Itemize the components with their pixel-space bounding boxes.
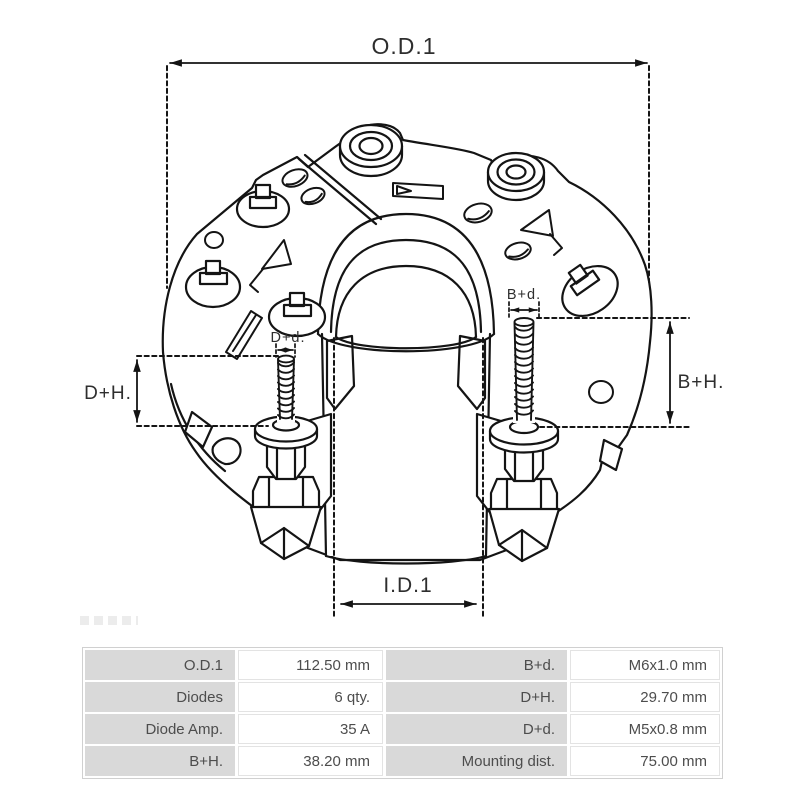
spec-dpd-label: D+d. <box>386 714 567 744</box>
bplus-stud <box>488 317 560 483</box>
spec-bph-label: B+H. <box>85 746 235 776</box>
diode-4 <box>561 263 619 318</box>
spec-od1-label: O.D.1 <box>85 650 235 680</box>
spec-mounting-value: 75.00 mm <box>570 746 720 776</box>
center-collar <box>316 212 496 353</box>
spec-dpd-value: M5x0.8 mm <box>570 714 720 744</box>
dim-id1: I.D.1 <box>333 337 484 618</box>
center-bearing-boss <box>338 123 404 178</box>
polarity-arrow-right <box>520 209 563 256</box>
right-fin <box>456 334 487 411</box>
spec-mounting-label: Mounting dist. <box>386 746 567 776</box>
dim-dpd-label: D+d. <box>270 330 305 346</box>
dim-bpd: B+d. <box>507 287 541 318</box>
left-ear-blob <box>211 437 242 466</box>
spec-diodes-value: 6 qty. <box>238 682 383 712</box>
diode-3 <box>267 291 327 338</box>
dim-od1-label: O.D.1 <box>371 33 436 59</box>
rectifier-body <box>161 123 653 565</box>
top-terminal-slot <box>392 182 444 200</box>
spec-od1-value: 112.50 mm <box>238 650 383 680</box>
small-round-hole-right <box>588 380 614 404</box>
spec-bpd-value: M6x1.0 mm <box>570 650 720 680</box>
spec-bpd-label: B+d. <box>386 650 567 680</box>
spec-diode-amp-value: 35 A <box>238 714 383 744</box>
left-mounting-foot <box>249 475 323 561</box>
dplus-stud <box>253 354 319 481</box>
dim-dph: D+H. <box>84 355 280 427</box>
dim-dph-label: D+H. <box>84 383 132 404</box>
dim-bpd-label: B+d. <box>507 287 541 303</box>
diode-1 <box>235 183 291 229</box>
spec-diode-amp-label: Diode Amp. <box>85 714 235 744</box>
technical-drawing: O.D.1 I.D.1 D+H. B+H. <box>84 33 725 618</box>
polarity-arrow-left <box>249 239 292 293</box>
right-mounting-foot <box>487 477 561 563</box>
right-bearing-boss <box>486 151 546 202</box>
diode-2 <box>184 259 242 309</box>
tilted-slot <box>225 310 263 360</box>
dim-od1: O.D.1 <box>166 33 650 289</box>
dimension-annotations: O.D.1 I.D.1 D+H. B+H. <box>84 33 725 618</box>
facet-lines <box>297 153 383 226</box>
spec-diodes-label: Diodes <box>85 682 235 712</box>
hole-ovals <box>204 168 614 404</box>
dim-bph-label: B+H. <box>678 372 725 393</box>
spec-dph-label: D+H. <box>386 682 567 712</box>
spec-bph-value: 38.20 mm <box>238 746 383 776</box>
watermark-fragment <box>80 616 138 625</box>
right-ear-tab <box>598 438 624 472</box>
spec-dph-value: 29.70 mm <box>570 682 720 712</box>
dim-id1-label: I.D.1 <box>383 574 432 597</box>
spec-table: O.D.1 112.50 mm B+d. M6x1.0 mm Diodes 6 … <box>82 647 723 779</box>
dim-bph: B+H. <box>536 317 725 428</box>
spec-grid: O.D.1 112.50 mm B+d. M6x1.0 mm Diodes 6 … <box>85 650 720 776</box>
dim-dpd: D+d. <box>270 330 305 358</box>
small-round-hole-left <box>204 231 224 249</box>
